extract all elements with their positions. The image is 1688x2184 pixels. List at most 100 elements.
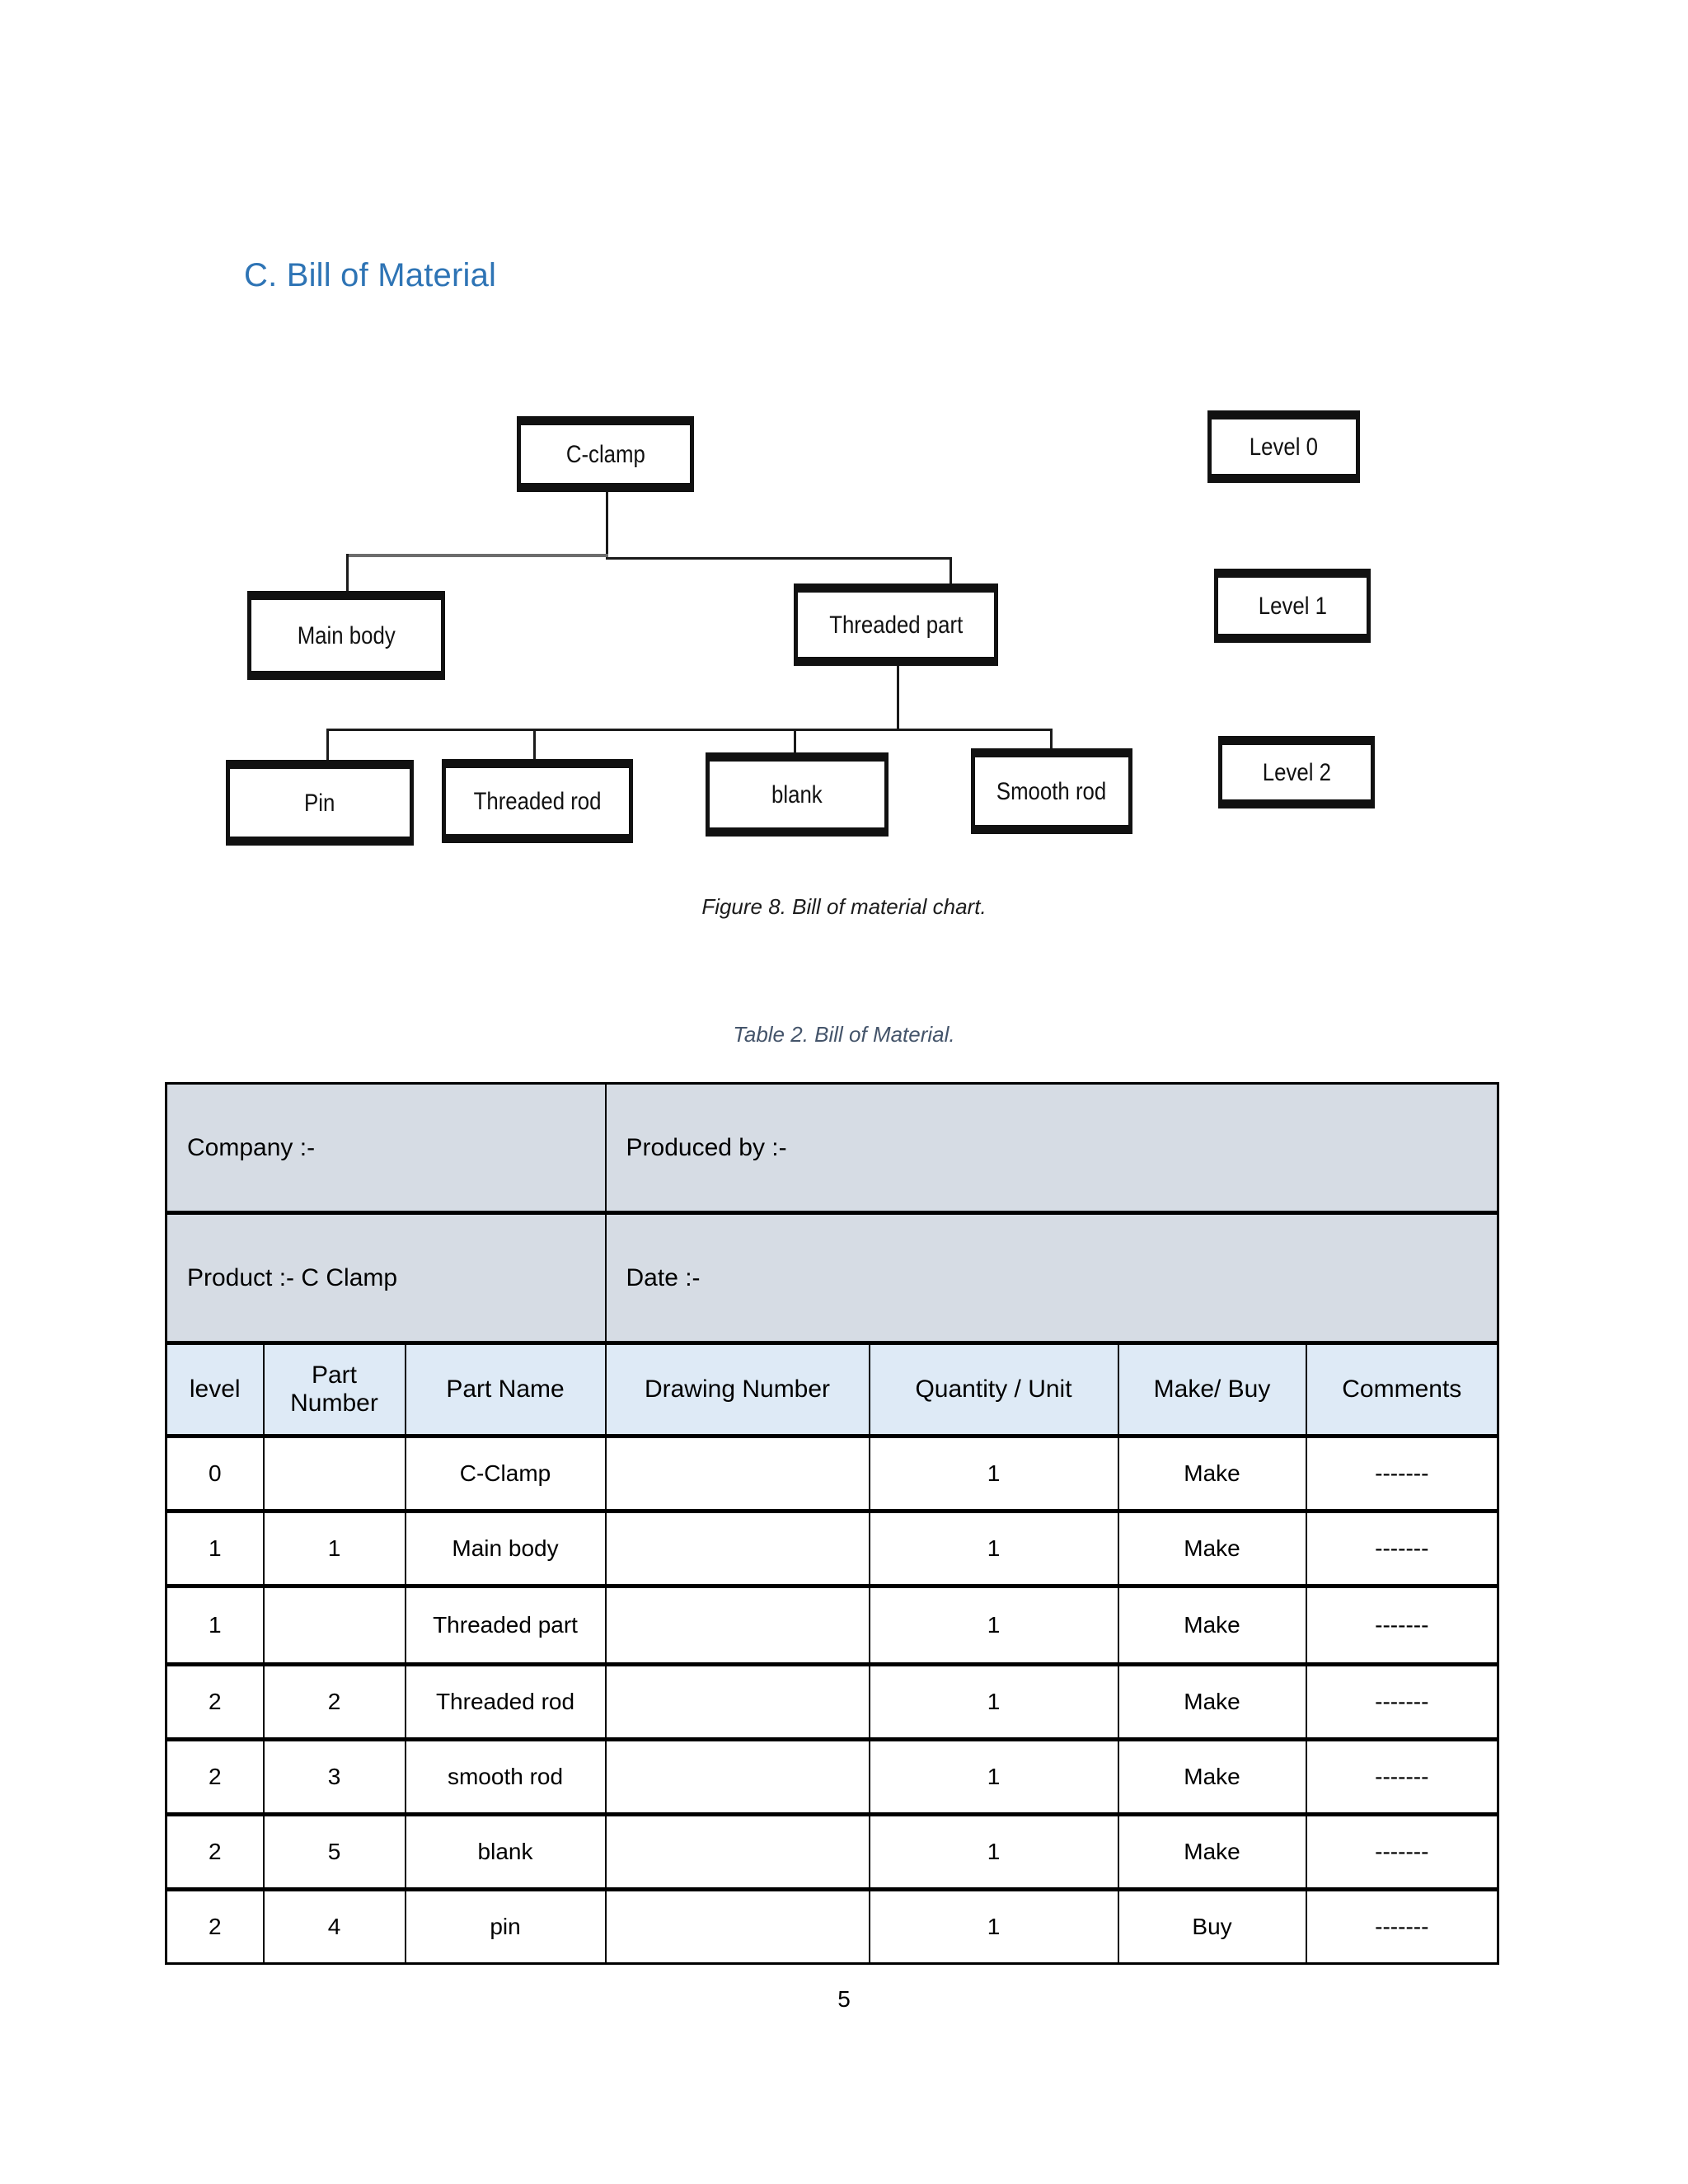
connector-level1-bus-right xyxy=(606,557,952,560)
bill-of-material-diagram: C-clamp Main body Threaded part Pin Thre… xyxy=(0,0,1688,948)
cell-part-name: pin xyxy=(404,1888,607,1965)
table-caption: Table 2. Bill of Material. xyxy=(733,1022,955,1047)
cell-part-name: smooth rod xyxy=(404,1738,607,1816)
cell-comments: ------- xyxy=(1305,1663,1499,1741)
connector-root-down xyxy=(606,490,608,556)
cell-drawing-number xyxy=(604,1435,870,1513)
cell-level: 2 xyxy=(165,1663,265,1741)
table-row: 1 Threaded part 1 Make ------- xyxy=(165,1585,1499,1666)
column-header-part-number: Part Number xyxy=(262,1342,406,1438)
cell-level: 2 xyxy=(165,1888,265,1965)
cell-comments: ------- xyxy=(1305,1738,1499,1816)
cell-level: 0 xyxy=(165,1435,265,1513)
diagram-node-main-body[interactable]: Main body xyxy=(247,591,445,680)
diagram-level-label-0: Level 0 xyxy=(1207,410,1360,483)
diagram-node-pin[interactable]: Pin xyxy=(226,760,414,846)
diagram-level-label-2: Level 2 xyxy=(1218,736,1375,808)
cell-drawing-number xyxy=(604,1585,870,1666)
diagram-level-label-1: Level 1 xyxy=(1214,569,1371,643)
cell-comments: ------- xyxy=(1305,1888,1499,1965)
cell-make-buy: Make xyxy=(1117,1585,1307,1666)
diagram-node-threaded-part[interactable]: Threaded part xyxy=(794,583,998,666)
cell-quantity: 1 xyxy=(868,1888,1119,1965)
connector-threadedrod-drop xyxy=(533,729,536,764)
page-number: 5 xyxy=(837,1986,851,2012)
column-header-quantity-unit: Quantity / Unit xyxy=(868,1342,1119,1438)
diagram-node-label: Main body xyxy=(297,621,396,649)
table-meta-row: Product :- C Clamp Date :- xyxy=(165,1212,1499,1345)
cell-part-number: 1 xyxy=(262,1510,406,1588)
cell-part-number: 3 xyxy=(262,1738,406,1816)
diagram-node-label: Threaded rod xyxy=(473,787,602,815)
cell-level: 2 xyxy=(165,1738,265,1816)
diagram-level-label-text: Level 2 xyxy=(1262,758,1331,786)
diagram-node-label: Pin xyxy=(304,789,335,817)
table-row: 2 4 pin 1 Buy ------- xyxy=(165,1888,1499,1965)
bill-of-material-table-wrap: Company :- Produced by :- Product :- C C… xyxy=(165,1082,1500,1965)
table-row: 2 2 Threaded rod 1 Make ------- xyxy=(165,1663,1499,1741)
connector-threadedpart-drop xyxy=(950,557,952,590)
diagram-node-label: C-clamp xyxy=(565,440,645,468)
diagram-level-label-text: Level 1 xyxy=(1258,592,1327,620)
cell-part-name: blank xyxy=(404,1813,607,1891)
cell-level: 2 xyxy=(165,1813,265,1891)
table-header-row: level Part Number Part Name Drawing Numb… xyxy=(165,1342,1499,1438)
table-row: 1 1 Main body 1 Make ------- xyxy=(165,1510,1499,1588)
cell-drawing-number xyxy=(604,1888,870,1965)
connector-smoothrod-drop xyxy=(1050,729,1053,760)
connector-threadedpart-down xyxy=(897,663,899,729)
cell-part-name: C-Clamp xyxy=(404,1435,607,1513)
cell-drawing-number xyxy=(604,1510,870,1588)
diagram-node-label: blank xyxy=(771,780,823,808)
connector-blank-drop xyxy=(794,729,796,760)
column-header-part-name: Part Name xyxy=(404,1342,607,1438)
cell-part-number xyxy=(262,1585,406,1666)
cell-make-buy: Make xyxy=(1117,1813,1307,1891)
table-row: 2 5 blank 1 Make ------- xyxy=(165,1813,1499,1891)
section-heading: C. Bill of Material xyxy=(244,257,497,293)
column-header-comments: Comments xyxy=(1305,1342,1499,1438)
product-field: Product :- C Clamp xyxy=(165,1212,607,1345)
diagram-node-label: Threaded part xyxy=(828,611,964,639)
cell-comments: ------- xyxy=(1305,1813,1499,1891)
cell-part-name: Main body xyxy=(404,1510,607,1588)
cell-part-number: 5 xyxy=(262,1813,406,1891)
cell-part-number: 4 xyxy=(262,1888,406,1965)
cell-part-name: Threaded part xyxy=(404,1585,607,1666)
cell-quantity: 1 xyxy=(868,1435,1119,1513)
connector-mainbody-drop xyxy=(346,554,349,593)
table-row: 0 C-Clamp 1 Make ------- xyxy=(165,1435,1499,1513)
cell-comments: ------- xyxy=(1305,1435,1499,1513)
diagram-node-smooth-rod[interactable]: Smooth rod xyxy=(971,748,1132,834)
connector-level2-bus xyxy=(326,729,1052,731)
diagram-node-c-clamp[interactable]: C-clamp xyxy=(517,416,694,492)
cell-part-number: 2 xyxy=(262,1663,406,1741)
cell-quantity: 1 xyxy=(868,1813,1119,1891)
diagram-node-label: Smooth rod xyxy=(996,777,1107,805)
cell-make-buy: Make xyxy=(1117,1435,1307,1513)
cell-comments: ------- xyxy=(1305,1585,1499,1666)
diagram-level-label-text: Level 0 xyxy=(1249,433,1319,461)
produced-by-field: Produced by :- xyxy=(604,1082,1499,1215)
connector-pin-drop xyxy=(326,729,329,764)
column-header-make-buy: Make/ Buy xyxy=(1117,1342,1307,1438)
cell-drawing-number xyxy=(604,1663,870,1741)
diagram-node-blank[interactable]: blank xyxy=(706,752,889,837)
cell-part-number xyxy=(262,1435,406,1513)
cell-quantity: 1 xyxy=(868,1510,1119,1588)
diagram-node-threaded-rod[interactable]: Threaded rod xyxy=(442,759,633,843)
cell-make-buy: Make xyxy=(1117,1738,1307,1816)
cell-quantity: 1 xyxy=(868,1585,1119,1666)
cell-drawing-number xyxy=(604,1738,870,1816)
cell-make-buy: Make xyxy=(1117,1510,1307,1588)
cell-quantity: 1 xyxy=(868,1663,1119,1741)
connector-level1-bus-left xyxy=(346,554,608,557)
cell-comments: ------- xyxy=(1305,1510,1499,1588)
cell-make-buy: Make xyxy=(1117,1663,1307,1741)
bill-of-material-table: Company :- Produced by :- Product :- C C… xyxy=(165,1082,1500,1965)
column-header-drawing-number: Drawing Number xyxy=(604,1342,870,1438)
cell-part-name: Threaded rod xyxy=(404,1663,607,1741)
cell-drawing-number xyxy=(604,1813,870,1891)
column-header-level: level xyxy=(165,1342,265,1438)
